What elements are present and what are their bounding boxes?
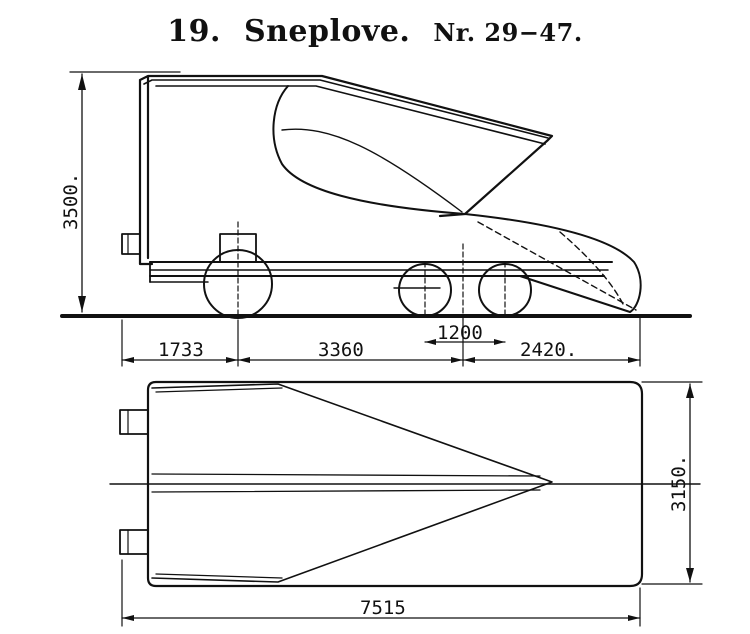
- front-overhang-label: 1733: [158, 339, 204, 361]
- plough-nose: [464, 213, 642, 313]
- length-dimensions: 1733 3360 2420.: [121, 317, 641, 367]
- total-length-label: 7515: [360, 597, 406, 619]
- title-number: 19.: [167, 14, 221, 49]
- side-elevation: 3500.: [60, 71, 692, 345]
- plough-blade: [272, 85, 466, 215]
- bogie-spacing-dimension: 1200: [424, 322, 506, 345]
- bogie-spacing-label: 1200: [437, 322, 483, 344]
- plan-view: 3150. 7515: [109, 380, 703, 627]
- rear-overhang-label: 2420.: [520, 339, 577, 361]
- buffer-plan-top: [119, 409, 149, 435]
- bogie-wheel-1: [398, 261, 452, 319]
- wheelbase-label: 3360: [318, 339, 364, 361]
- width-label: 3150.: [668, 455, 690, 512]
- nose-hidden-curve: [559, 231, 625, 307]
- height-dimension: 3500.: [60, 71, 181, 313]
- roof-edge: [143, 79, 549, 139]
- cab-body: [138, 74, 554, 266]
- nose-hidden-line: [477, 221, 637, 311]
- title-range: Nr. 29−47.: [433, 18, 583, 47]
- buffer-plan-bottom: [119, 529, 149, 555]
- plan-outline: [146, 380, 644, 588]
- plough-wedge-plan: [151, 383, 553, 583]
- roof-inner: [155, 85, 546, 145]
- drawing-title: 19. Sneplove. Nr. 29−47.: [0, 14, 750, 49]
- buffer-side: [121, 233, 141, 255]
- title-name: Sneplove.: [243, 14, 411, 49]
- total-length-dimension: 7515: [121, 559, 641, 627]
- blade-line: [281, 128, 463, 213]
- width-dimension: 3150.: [641, 381, 703, 585]
- front-wheel: [203, 221, 273, 319]
- bogie-wheel-2: [478, 261, 532, 319]
- height-label: 3500.: [60, 173, 82, 230]
